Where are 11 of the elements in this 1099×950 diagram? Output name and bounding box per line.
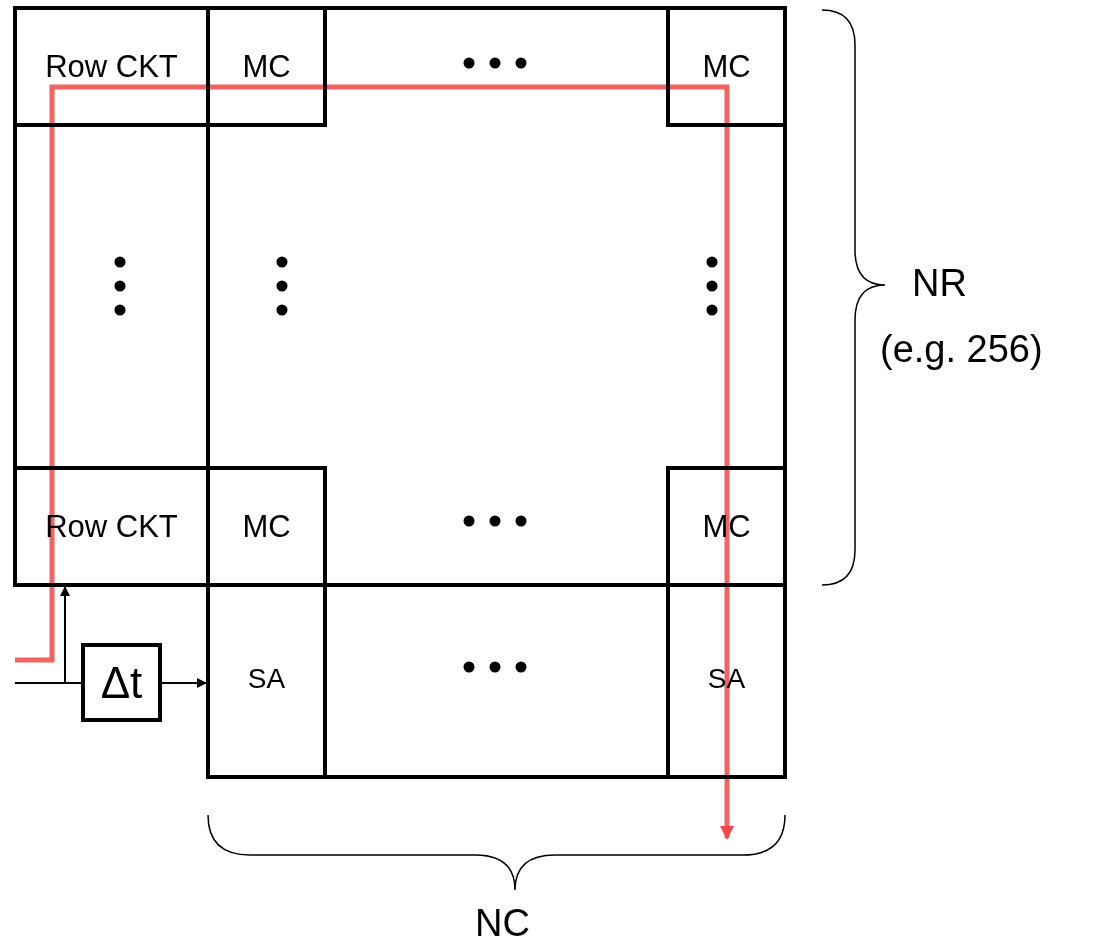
arrow [161,678,207,688]
block-label: SA [247,663,286,695]
block-label: MC [242,508,291,545]
delay-block [81,643,162,722]
size-label: NC [475,902,530,945]
block-label: Row CKT [45,48,178,85]
size-note: (e.g. 256) [880,328,1043,371]
block-label: Δt [100,657,143,708]
size-label: NR [912,262,967,305]
block-label: MC [702,48,751,85]
block-label: MC [242,48,291,85]
